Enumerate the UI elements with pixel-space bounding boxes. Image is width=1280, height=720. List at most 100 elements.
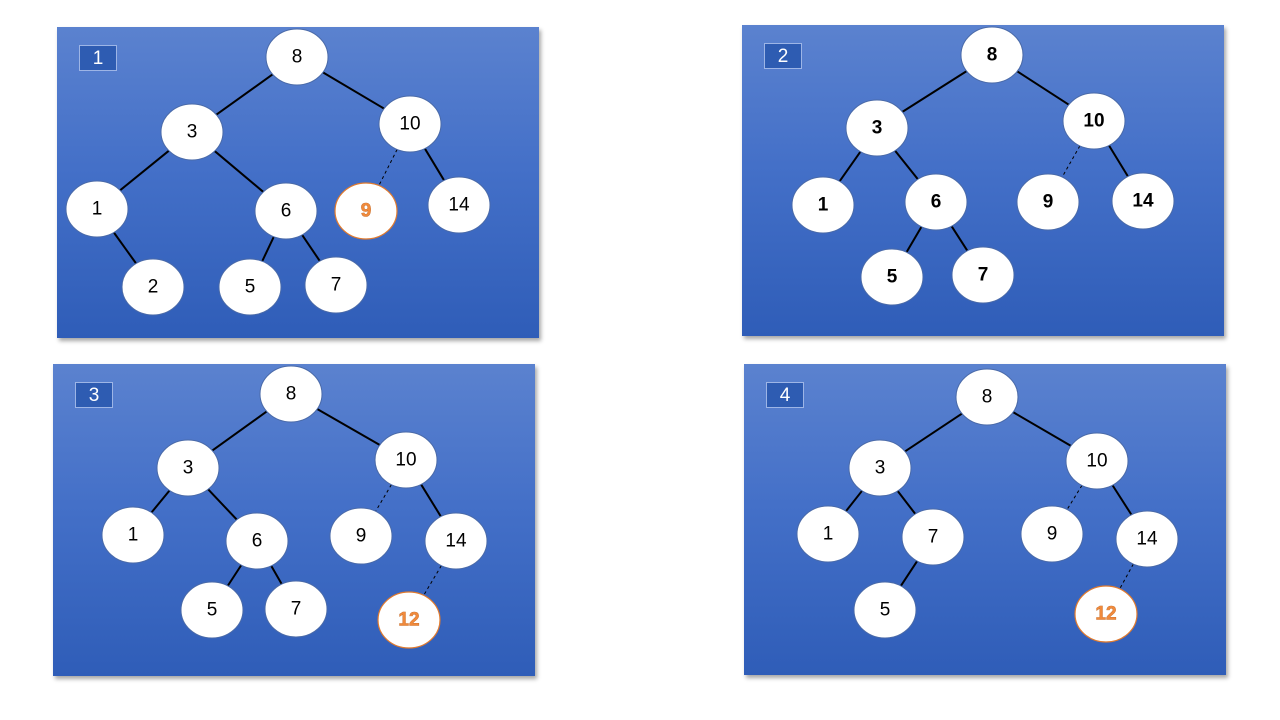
tree-node-circle xyxy=(1115,510,1179,568)
tree-node-value: 1 xyxy=(818,195,829,216)
tree-edge-14-12 xyxy=(1119,563,1134,590)
tree-node-8: 8 xyxy=(955,368,1019,426)
tree-edge-1-2 xyxy=(113,231,137,265)
tree-node-circle xyxy=(218,258,282,316)
tree-node-circle xyxy=(65,180,129,238)
tree-edge-10-14 xyxy=(420,483,442,518)
tree-node-10: 10 xyxy=(374,431,438,489)
tree-edge-6-5 xyxy=(905,226,923,253)
tree-panel-2: 2 8 3 10 1 6 9 14 5 7 xyxy=(742,25,1224,336)
panel-number-label: 3 xyxy=(75,382,113,408)
tree-node-6: 6 xyxy=(904,173,968,231)
tree-node-12: 12 xyxy=(377,591,441,649)
tree-node-3: 3 xyxy=(848,439,912,497)
tree-edge-8-10 xyxy=(1016,70,1070,106)
tree-node-value: 3 xyxy=(872,118,883,139)
tree-node-circle xyxy=(160,103,224,161)
tree-node-value: 10 xyxy=(399,114,420,135)
tree-edge-6-5 xyxy=(261,236,275,262)
tree-edge-6-7 xyxy=(950,225,969,252)
tree-node-circle xyxy=(1016,173,1080,231)
tree-node-value: 7 xyxy=(928,527,939,548)
tree-node-14: 14 xyxy=(1115,510,1179,568)
tree-edge-10-14 xyxy=(1108,144,1129,178)
tree-node-circle xyxy=(101,506,165,564)
tree-node-8: 8 xyxy=(960,26,1024,84)
tree-node-value: 9 xyxy=(361,201,372,222)
tree-diagram-2: 8 3 10 1 6 9 14 5 7 xyxy=(791,26,1175,306)
tree-node-circle xyxy=(791,176,855,234)
tree-node-7: 7 xyxy=(951,246,1015,304)
tree-node-value: 3 xyxy=(875,458,886,479)
tree-edges xyxy=(113,71,445,265)
tree-edge-6-7 xyxy=(301,234,321,262)
tree-node-10: 10 xyxy=(1065,432,1129,490)
tree-edge-3-1 xyxy=(119,149,170,192)
tree-node-14: 14 xyxy=(1111,172,1175,230)
tree-edge-8-3 xyxy=(904,412,963,453)
tree-node-value: 1 xyxy=(128,525,139,546)
tree-edge-8-10 xyxy=(1012,411,1072,447)
tree-node-circle xyxy=(254,182,318,240)
tree-edge-3-1 xyxy=(845,490,863,512)
tree-node-circle xyxy=(225,512,289,570)
tree-node-circle xyxy=(960,26,1024,84)
tree-node-value: 6 xyxy=(252,531,263,552)
tree-node-circle xyxy=(901,508,965,566)
tree-node-circle xyxy=(796,505,860,563)
tree-node-1: 1 xyxy=(101,506,165,564)
tree-node-value: 2 xyxy=(148,277,159,298)
tree-node-value: 12 xyxy=(1095,604,1116,625)
tree-node-value: 7 xyxy=(978,265,989,286)
tree-node-10: 10 xyxy=(378,95,442,153)
tree-node-circle xyxy=(377,591,441,649)
tree-node-6: 6 xyxy=(225,512,289,570)
tree-node-value: 14 xyxy=(448,195,470,216)
panel-number-label: 4 xyxy=(766,382,804,408)
tree-node-value: 12 xyxy=(398,610,419,631)
tree-node-value: 8 xyxy=(292,47,303,68)
tree-node-circle xyxy=(427,176,491,234)
tree-node-value: 14 xyxy=(445,531,467,552)
tree-node-circle xyxy=(334,182,398,240)
tree-node-circle xyxy=(329,507,393,565)
tree-node-value: 1 xyxy=(92,199,103,220)
tree-node-12: 12 xyxy=(1074,585,1138,643)
tree-node-14: 14 xyxy=(427,176,491,234)
tree-node-7: 7 xyxy=(901,508,965,566)
panel-number-label: 2 xyxy=(764,43,802,69)
tree-node-circle xyxy=(264,580,328,638)
tree-edge-8-10 xyxy=(316,408,381,446)
tree-node-5: 5 xyxy=(860,248,924,306)
tree-node-value: 10 xyxy=(1083,111,1104,132)
tree-node-9: 9 xyxy=(1016,173,1080,231)
tree-node-value: 3 xyxy=(187,122,198,143)
tree-node-3: 3 xyxy=(845,99,909,157)
tree-edge-10-9 xyxy=(1061,145,1081,178)
tree-edge-3-1 xyxy=(838,151,862,182)
tree-node-value: 6 xyxy=(931,192,942,213)
tree-node-7: 7 xyxy=(264,580,328,638)
tree-edge-10-9 xyxy=(378,149,398,186)
tree-node-circle xyxy=(951,246,1015,304)
tree-node-7: 7 xyxy=(304,256,368,314)
tree-edge-10-9 xyxy=(1066,485,1083,510)
tree-edge-8-3 xyxy=(211,410,268,452)
tree-node-value: 8 xyxy=(286,384,297,405)
tree-node-circle xyxy=(156,439,220,497)
tree-node-9: 9 xyxy=(1020,505,1084,563)
tree-node-value: 8 xyxy=(982,387,993,408)
tree-node-value: 1 xyxy=(823,524,834,545)
tree-node-circle xyxy=(848,439,912,497)
tree-node-8: 8 xyxy=(259,365,323,423)
tree-edge-8-3 xyxy=(215,73,274,116)
tree-edge-14-12 xyxy=(423,565,442,596)
tree-node-circle xyxy=(1062,92,1126,150)
tree-node-circle xyxy=(1074,585,1138,643)
tree-node-value: 3 xyxy=(183,458,194,479)
tree-edges xyxy=(845,411,1134,590)
tree-node-circle xyxy=(955,368,1019,426)
tree-node-circle xyxy=(378,95,442,153)
